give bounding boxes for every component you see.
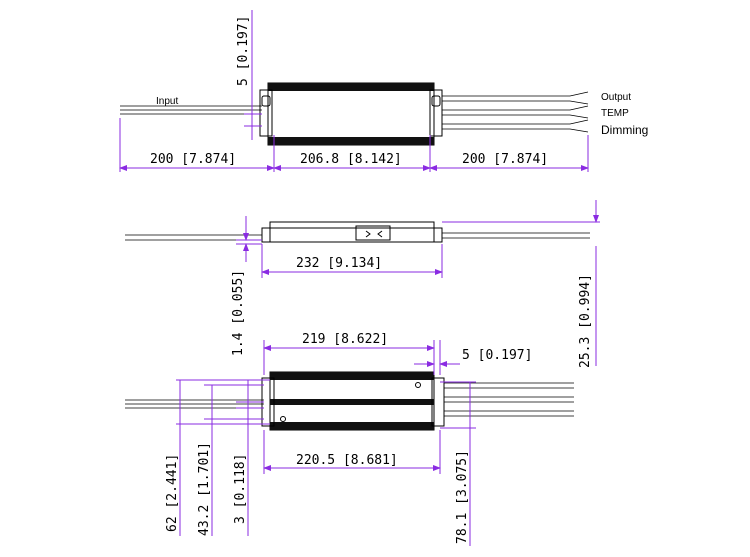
top-view: 5 [0.197] 200 [7.874] 206.8 [8.142] 200 … <box>119 10 648 172</box>
label-dimming: Dimming <box>601 123 648 137</box>
driver-body-top <box>259 82 443 146</box>
dim-tab-thickness: 1.4 [0.055] <box>231 270 246 356</box>
dim-input-wire: 200 [7.874] <box>150 152 236 167</box>
dim-bottom-length: 220.5 [8.681] <box>296 453 398 468</box>
dim-height: 25.3 [0.994] <box>578 274 593 368</box>
dim-output-wire: 200 [7.874] <box>462 152 548 167</box>
dim-mount-span: 219 [8.622] <box>302 332 388 347</box>
driver-body-side <box>261 221 443 243</box>
input-wires <box>120 105 262 115</box>
output-wires-bottom <box>444 382 574 417</box>
dim-mount-spacing: 43.2 [1.701] <box>197 442 212 536</box>
dim-hole-offset: 3 [0.118] <box>233 454 248 524</box>
dim-width: 62 [2.441] <box>165 454 180 532</box>
label-input: Input <box>156 96 178 107</box>
driver-body-bottom <box>261 371 445 431</box>
label-output: Output <box>601 92 631 103</box>
dim-end-height: 78.1 [3.075] <box>455 450 470 544</box>
dim-overall-length: 232 [9.134] <box>296 256 382 271</box>
output-wires <box>442 91 589 133</box>
bottom-view: 219 [8.622] 5 [0.197] 220.5 [8.681] 62 [… <box>125 332 574 546</box>
dim-body-length: 206.8 [8.142] <box>300 152 402 167</box>
side-view: 232 [9.134] 1.4 [0.055] 25.3 [0.994] <box>125 200 600 368</box>
label-temp: TEMP <box>601 108 629 119</box>
dim-top-gap: 5 [0.197] <box>236 16 251 86</box>
dim-mount-offset: 5 [0.197] <box>462 348 532 363</box>
